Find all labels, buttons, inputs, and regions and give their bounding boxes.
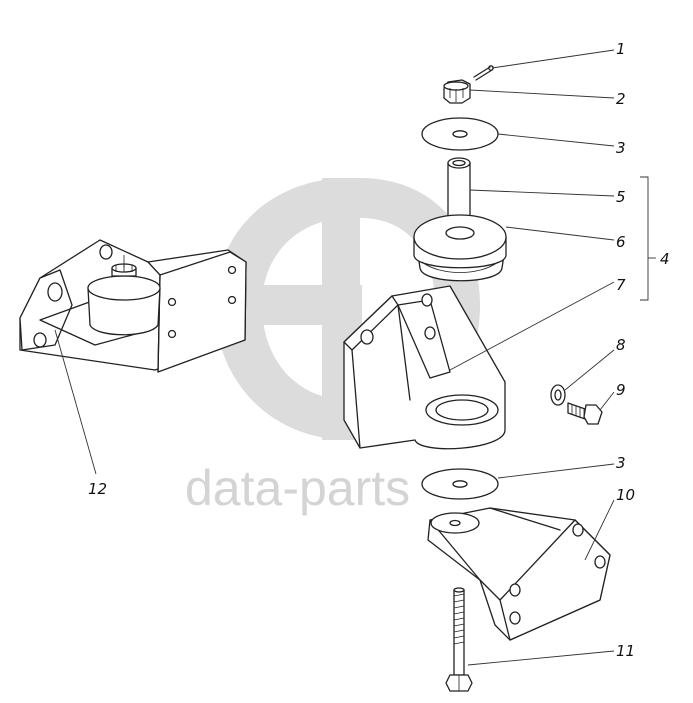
callout-10: 10	[616, 486, 635, 504]
sleeve-5	[447, 157, 471, 224]
washer-3-upper	[421, 117, 499, 151]
callout-12: 12	[88, 480, 107, 498]
leader-lines	[54, 49, 656, 666]
callout-8: 8	[616, 336, 626, 354]
callout-4: 4	[660, 250, 670, 268]
callout-2: 2	[616, 90, 626, 108]
bracket-7	[343, 285, 506, 450]
callout-9: 9	[616, 381, 626, 399]
washer-3-lower	[421, 468, 499, 500]
rubber-cushion-6	[413, 214, 507, 282]
callout-labels: 1 2 3 5 6 4 7 8 9 3 10 11 12	[88, 40, 670, 660]
castle-nut-2	[443, 79, 471, 104]
callout-5: 5	[616, 188, 626, 206]
long-bolt-11	[445, 587, 473, 692]
callout-1: 1	[616, 40, 626, 58]
bolt-9	[567, 402, 603, 425]
callout-7: 7	[616, 276, 626, 294]
cotter-pin-1	[473, 65, 494, 81]
callout-11: 11	[616, 642, 635, 660]
watermark-text: data-parts	[185, 460, 410, 516]
lower-bracket-10	[427, 507, 611, 641]
callout-3-upper: 3	[616, 139, 626, 157]
spring-washer-8	[550, 384, 566, 406]
callout-3-lower: 3	[616, 454, 626, 472]
assembled-mount-12	[19, 239, 247, 373]
callout-6: 6	[616, 233, 626, 251]
